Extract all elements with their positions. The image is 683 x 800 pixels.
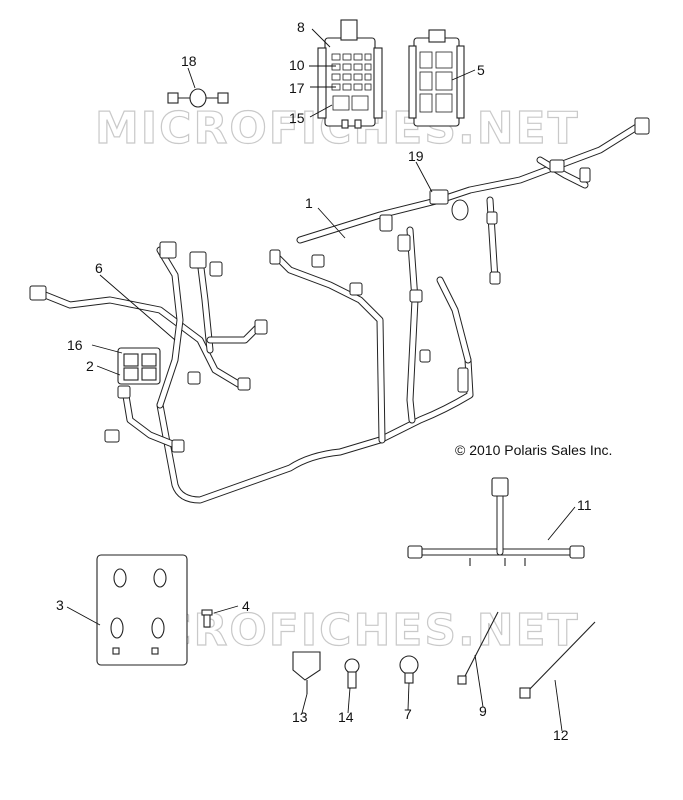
callout-15: 15 bbox=[289, 110, 305, 126]
part-12-large-cable-tie bbox=[519, 621, 596, 699]
part-11-accessory-harness bbox=[407, 477, 585, 566]
callout-16: 16 bbox=[67, 337, 83, 353]
callout-13: 13 bbox=[292, 709, 308, 725]
part-7-cable-clamp bbox=[399, 655, 419, 684]
copyright-text: © 2010 Polaris Sales Inc. bbox=[455, 442, 612, 458]
part-9-cable-tie bbox=[457, 611, 499, 685]
callout-8: 8 bbox=[297, 19, 305, 35]
part-3-mounting-plate bbox=[96, 554, 188, 666]
part-13-clip bbox=[292, 651, 321, 694]
part-5-fuse-box-cover bbox=[408, 29, 465, 127]
part-4-screw bbox=[201, 609, 213, 628]
part-16-relay-block bbox=[117, 347, 161, 385]
callout-12: 12 bbox=[553, 727, 569, 743]
callout-labels: 18 8 10 17 15 5 19 1 6 16 2 11 3 4 13 14… bbox=[56, 19, 592, 743]
part-18-inline-connector bbox=[167, 88, 229, 108]
leader-lines bbox=[66, 28, 576, 732]
callout-10: 10 bbox=[289, 57, 305, 73]
callout-6: 6 bbox=[95, 260, 103, 276]
callout-11: 11 bbox=[577, 497, 592, 513]
callout-9: 9 bbox=[479, 703, 487, 719]
callout-7: 7 bbox=[404, 706, 412, 722]
part-fuse-box-with-fuses bbox=[317, 19, 383, 129]
callout-19: 19 bbox=[408, 148, 424, 164]
callout-2: 2 bbox=[86, 358, 94, 374]
callout-17: 17 bbox=[289, 80, 305, 96]
part-14-grommet bbox=[344, 658, 360, 689]
callout-4: 4 bbox=[242, 598, 250, 614]
callout-14: 14 bbox=[338, 709, 354, 725]
callout-18: 18 bbox=[181, 53, 197, 69]
callout-3: 3 bbox=[56, 597, 64, 613]
callout-5: 5 bbox=[477, 62, 485, 78]
part-1-main-wiring-harness bbox=[29, 117, 650, 504]
callout-1: 1 bbox=[305, 195, 313, 211]
